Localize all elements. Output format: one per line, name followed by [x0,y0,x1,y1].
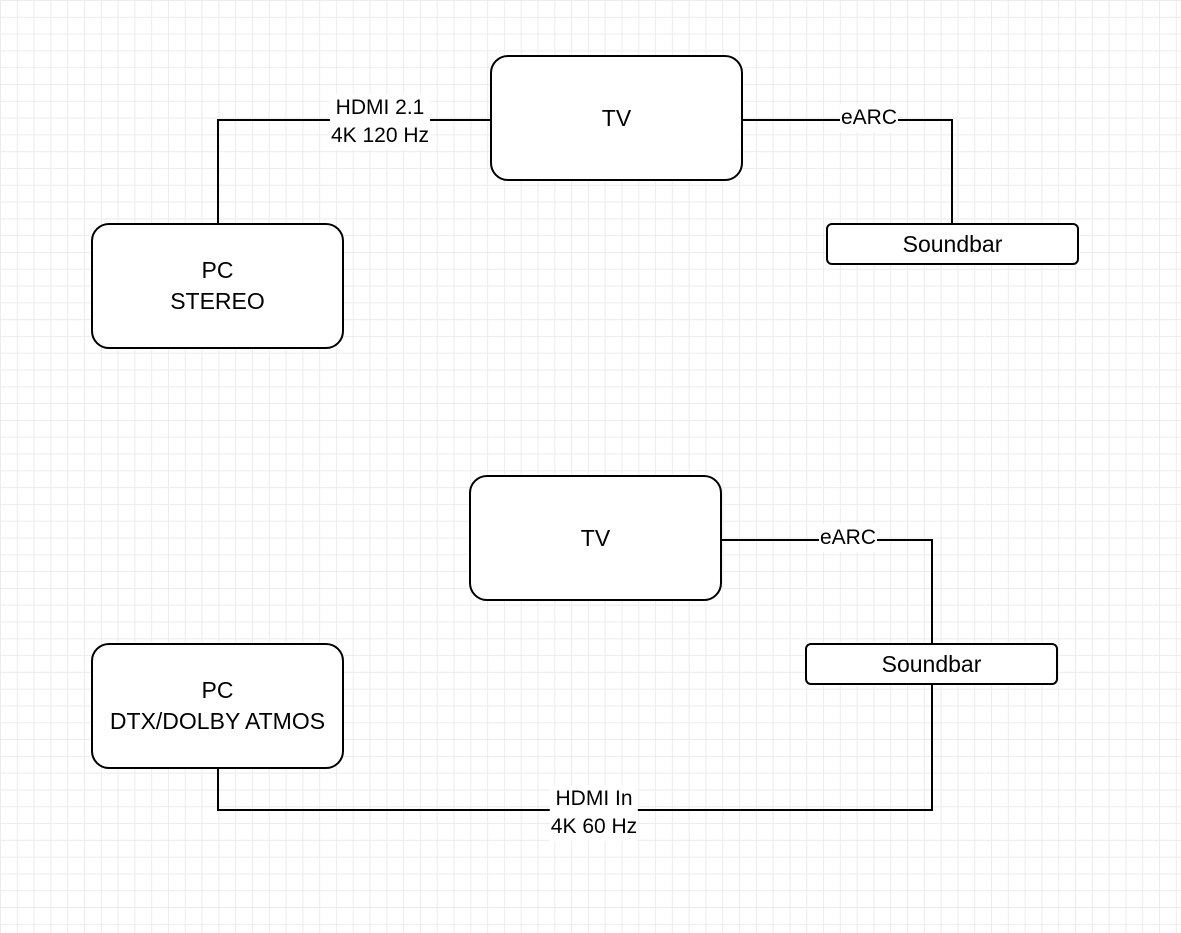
bottom-tv-soundbar-edge-label-text: eARC [819,526,877,549]
top-tv-label: TV [601,104,632,131]
bottom-pc-node[interactable]: PC DTX/DOLBY ATMOS [91,643,344,769]
bottom-tv-label: TV [580,524,611,551]
bottom-soundbar-node[interactable]: Soundbar [805,643,1058,685]
top-tv-soundbar-connector [742,119,953,223]
bottom-tv-soundbar-edge-label: eARC [818,524,878,552]
bottom-pc-soundbar-edge-label-line1: HDMI In [555,787,633,810]
top-tv-soundbar-edge-label: eARC [839,104,899,132]
top-soundbar-node[interactable]: Soundbar [826,223,1079,265]
top-pc-label-line1: PC [201,257,234,283]
bottom-pc-label-line1: PC [201,677,234,703]
bottom-pc-soundbar-edge-label: HDMI In 4K 60 Hz [549,785,639,841]
top-pc-tv-edge-label-line1: HDMI 2.1 [335,96,425,119]
bottom-tv-soundbar-connector [721,539,933,643]
bottom-tv-node[interactable]: TV [469,475,722,601]
top-tv-node[interactable]: TV [490,55,743,181]
top-pc-tv-edge-label-line2: 4K 120 Hz [330,124,430,147]
top-tv-soundbar-edge-label-text: eARC [840,106,898,129]
top-pc-label-line2: STEREO [170,288,265,314]
top-pc-node[interactable]: PC STEREO [91,223,344,349]
bottom-soundbar-label: Soundbar [881,650,982,677]
bottom-pc-label-line2: DTX/DOLBY ATMOS [109,708,326,734]
top-soundbar-label: Soundbar [902,230,1003,257]
top-pc-tv-edge-label: HDMI 2.1 4K 120 Hz [329,94,431,150]
bottom-pc-soundbar-edge-label-line2: 4K 60 Hz [550,815,638,838]
